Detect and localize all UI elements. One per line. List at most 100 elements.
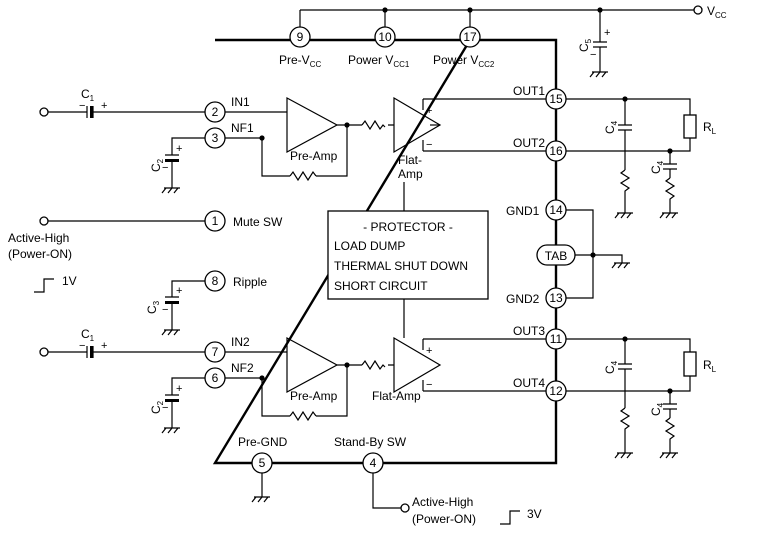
nf1-cap-c2: + − C2: [149, 137, 215, 194]
svg-text:C1: C1: [81, 327, 95, 343]
svg-text:1: 1: [212, 214, 219, 228]
vcc-terminal: [693, 5, 703, 15]
svg-text:GND2: GND2: [506, 292, 540, 306]
input1-circuit: − + C1: [39, 87, 215, 118]
output-network-2: RL C4 C4: [566, 336, 717, 459]
protector-block: - PROTECTOR - LOAD DUMP THERMAL SHUT DOW…: [327, 210, 489, 338]
svg-text:3V: 3V: [527, 507, 542, 521]
svg-text:−: −: [79, 100, 85, 112]
svg-text:RL: RL: [703, 358, 717, 374]
svg-text:LOAD DUMP: LOAD DUMP: [334, 239, 405, 253]
svg-text:Pre-Amp: Pre-Amp: [290, 149, 338, 163]
svg-text:14: 14: [549, 203, 563, 217]
ripple-cap-c3: + − C3: [145, 280, 205, 336]
svg-text:+: +: [176, 143, 182, 155]
svg-text:17: 17: [463, 30, 477, 44]
svg-text:Amp: Amp: [398, 167, 423, 181]
svg-text:4: 4: [370, 456, 377, 470]
svg-text:5: 5: [259, 456, 266, 470]
svg-text:NF1: NF1: [231, 121, 254, 135]
svg-text:C2: C2: [149, 400, 165, 414]
svg-text:−: −: [162, 402, 168, 414]
svg-text:+: +: [176, 383, 182, 395]
svg-text:+: +: [101, 100, 107, 112]
load-resistor-rl-1: [683, 114, 697, 139]
output-network-1: RL C4 C4: [566, 96, 717, 219]
svg-text:9: 9: [297, 30, 304, 44]
pin-label-power-vcc1: Power VCC1: [348, 53, 410, 69]
svg-text:IN1: IN1: [231, 95, 250, 109]
vcc-rail: VCC: [299, 4, 727, 27]
svg-text:7: 7: [212, 345, 219, 359]
svg-text:C4: C4: [649, 160, 665, 174]
left-pin-3: 3 NF1: [204, 121, 254, 149]
svg-text:Flat-: Flat-: [398, 153, 422, 167]
protector-title: - PROTECTOR -: [363, 220, 453, 234]
right-pin-13: 13 GND2: [506, 287, 567, 309]
svg-text:−: −: [79, 340, 85, 352]
svg-text:RL: RL: [703, 120, 717, 136]
svg-text:NF2: NF2: [231, 361, 254, 375]
svg-text:SHORT CIRCUIT: SHORT CIRCUIT: [334, 279, 428, 293]
svg-text:−: −: [162, 162, 168, 174]
svg-text:+: +: [101, 340, 107, 352]
svg-text:C4: C4: [603, 360, 619, 374]
svg-text:15: 15: [549, 92, 563, 106]
right-pin-16: 16 OUT2: [513, 136, 567, 162]
capacitor-c5: + − C5: [577, 10, 610, 78]
svg-text:Mute SW: Mute SW: [233, 215, 283, 229]
top-pin-9: 9 Pre-VCC: [279, 26, 321, 69]
vcc-label: VCC: [707, 4, 727, 20]
bottom-pin-4: 4 Stand-By SW Active-High (Power-ON) 3V: [334, 435, 542, 526]
pin-label-power-vcc2: Power VCC2: [433, 53, 495, 69]
svg-text:−: −: [162, 304, 168, 316]
svg-text:+: +: [426, 105, 432, 117]
svg-text:C4: C4: [603, 120, 619, 134]
left-pin-2: 2 IN1: [204, 95, 250, 123]
right-pin-15: 15 OUT1: [513, 84, 567, 110]
ic-package-outline: [212, 38, 558, 465]
svg-text:C3: C3: [145, 300, 161, 314]
right-pin-11: 11 OUT3: [513, 324, 567, 350]
svg-text:+: +: [176, 285, 182, 297]
svg-text:6: 6: [212, 371, 219, 385]
svg-text:THERMAL SHUT DOWN: THERMAL SHUT DOWN: [334, 259, 468, 273]
left-pin-7: 7 IN2: [204, 335, 250, 363]
bottom-pin-5: 5 Pre-GND: [238, 435, 288, 503]
svg-text:−: −: [590, 49, 596, 61]
svg-text:Active-High: Active-High: [8, 231, 69, 245]
pin-label-pre-vcc: Pre-VCC: [279, 53, 321, 69]
svg-text:−: −: [426, 379, 432, 391]
preamp-2: Pre-Amp: [225, 336, 394, 422]
flatamp-1: + − Flat- Amp: [393, 96, 546, 211]
nf2-cap-c2: + − C2: [149, 377, 205, 434]
svg-text:8: 8: [212, 274, 219, 288]
svg-text:Pre-GND: Pre-GND: [238, 435, 288, 449]
svg-text:OUT1: OUT1: [513, 84, 545, 98]
svg-text:(Power-ON): (Power-ON): [8, 247, 72, 261]
left-pin-6: 6 NF2: [204, 361, 254, 389]
svg-text:16: 16: [549, 144, 563, 158]
ground-tab: TAB: [536, 209, 630, 299]
svg-text:10: 10: [378, 30, 392, 44]
svg-text:1V: 1V: [62, 274, 77, 288]
svg-text:OUT2: OUT2: [513, 136, 545, 150]
svg-text:Pre-Amp: Pre-Amp: [290, 389, 338, 403]
mute-switch-circuit: Active-High (Power-ON) 1V: [8, 216, 205, 293]
svg-text:(Power-ON): (Power-ON): [412, 512, 476, 526]
svg-text:C5: C5: [577, 38, 593, 52]
preamp-1: Pre-Amp: [225, 96, 394, 182]
svg-text:C2: C2: [149, 158, 165, 172]
svg-text:C4: C4: [649, 402, 665, 416]
svg-text:C1: C1: [81, 87, 95, 103]
top-pin-17: 17 Power VCC2: [433, 26, 495, 69]
svg-text:Stand-By SW: Stand-By SW: [334, 435, 407, 449]
svg-text:11: 11: [550, 332, 563, 346]
top-pin-10: 10 Power VCC1: [348, 26, 410, 69]
left-pin-1: 1 Mute SW: [204, 210, 283, 232]
svg-text:+: +: [604, 27, 610, 39]
right-pin-14: 14 GND1: [506, 199, 567, 221]
load-resistor-rl-2: [683, 351, 697, 377]
svg-text:Active-High: Active-High: [412, 495, 473, 509]
